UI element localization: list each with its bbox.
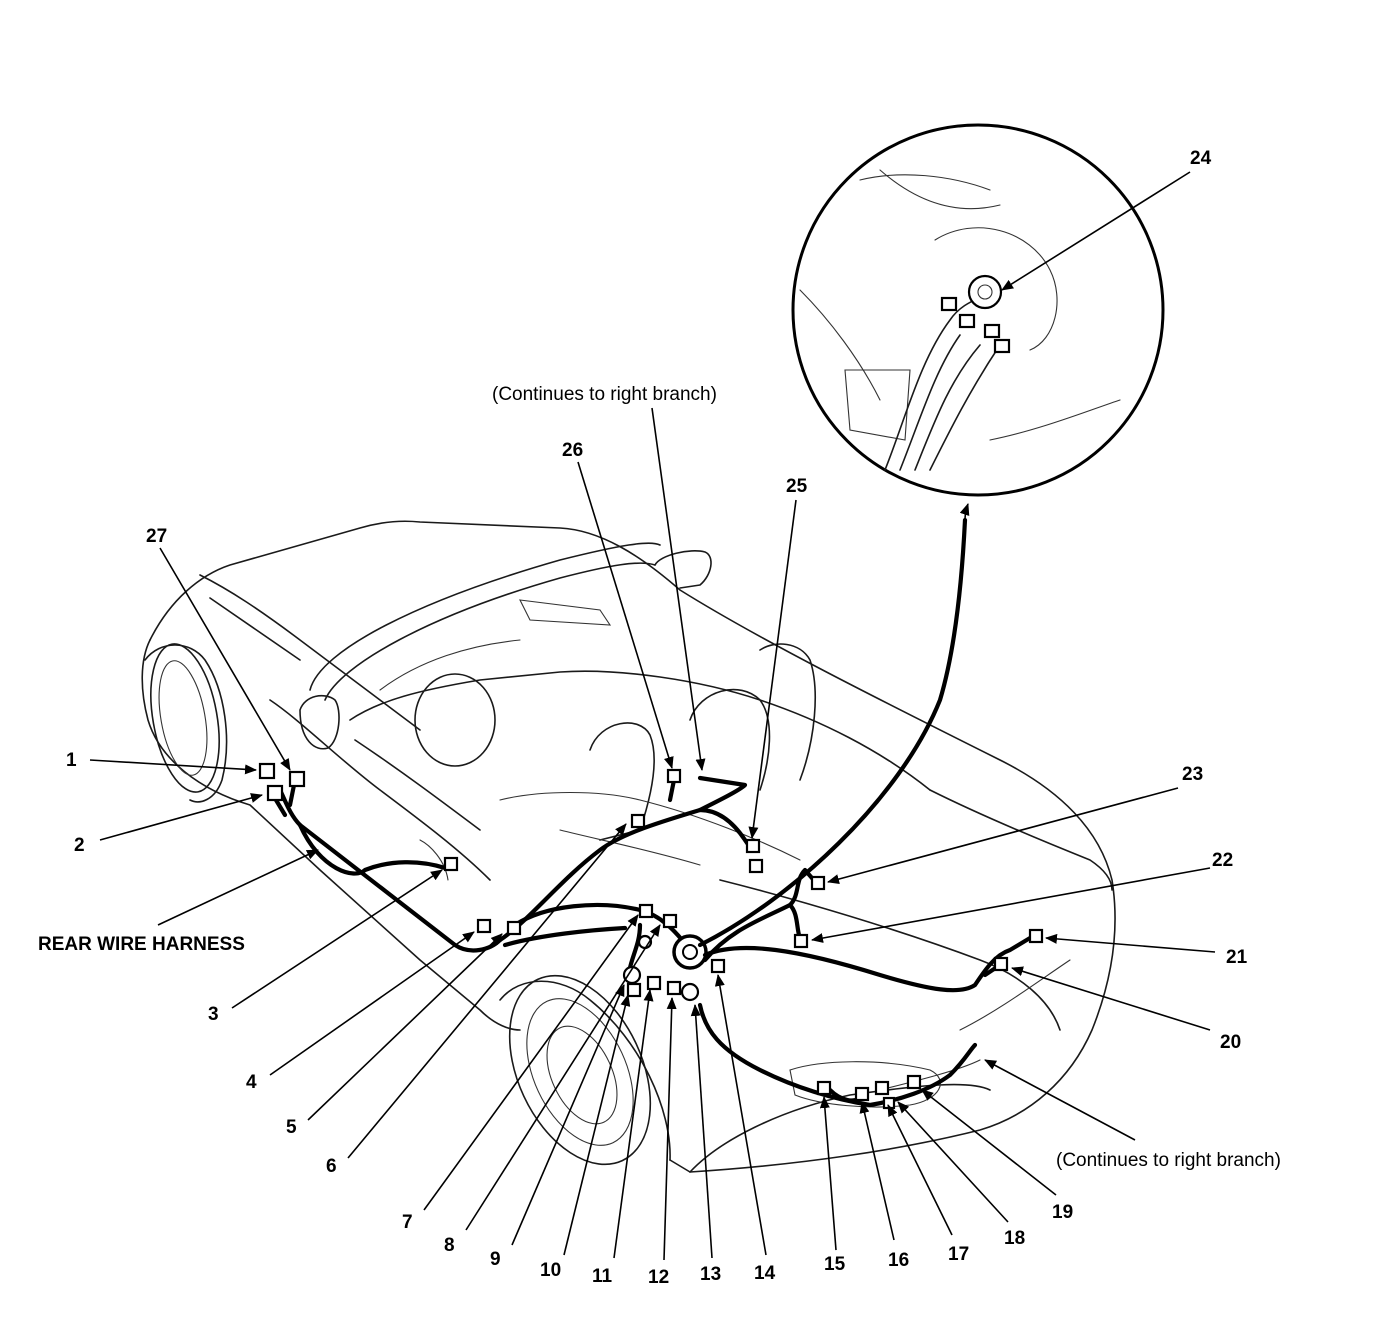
callout-3: 3 [208, 1004, 219, 1025]
connector-25b [748, 858, 764, 874]
callout-12: 12 [648, 1267, 669, 1288]
callout-labels: 1 2 3 4 5 6 7 8 9 10 11 12 13 14 15 16 1… [38, 148, 1281, 1288]
callout-7: 7 [402, 1212, 413, 1233]
callout-18: 18 [1004, 1228, 1025, 1249]
car-body [141, 520, 1116, 1173]
connector-23 [810, 875, 826, 891]
connector-17 [874, 1080, 890, 1096]
connector-3 [443, 856, 459, 872]
connector-20 [993, 956, 1009, 972]
harness-label: REAR WIRE HARNESS [38, 934, 245, 955]
connector-5 [506, 920, 522, 936]
rear-wire-harness [267, 517, 1038, 1108]
callout-22: 22 [1212, 850, 1233, 871]
callout-5: 5 [286, 1117, 297, 1138]
connector-8 [662, 913, 678, 929]
connector-22 [793, 933, 809, 949]
connector-26 [666, 768, 682, 784]
callout-13: 13 [700, 1264, 721, 1285]
connector-7 [638, 903, 654, 919]
connector-4 [476, 918, 492, 934]
callout-26: 26 [562, 440, 583, 461]
connector-14 [680, 982, 700, 1002]
connector-15a [710, 958, 726, 974]
leader-lines [89, 171, 1216, 1261]
callout-15: 15 [824, 1254, 846, 1275]
connectors [258, 762, 1044, 1110]
note-continues-bottom: (Continues to right branch) [1056, 1150, 1281, 1171]
callout-9: 9 [490, 1249, 501, 1270]
connector-1 [258, 762, 276, 780]
callout-25: 25 [786, 476, 808, 497]
callout-10: 10 [540, 1260, 561, 1281]
callout-2: 2 [74, 835, 85, 856]
callout-1: 1 [66, 750, 77, 771]
connector-16 [854, 1086, 870, 1102]
callout-8: 8 [444, 1235, 455, 1256]
callout-4: 4 [246, 1072, 257, 1093]
callout-17: 17 [948, 1244, 969, 1265]
connector-21 [1028, 928, 1044, 944]
connector-15 [816, 1080, 832, 1096]
note-continues-top: (Continues to right branch) [492, 384, 717, 405]
callout-6: 6 [326, 1156, 337, 1177]
callout-14: 14 [754, 1263, 776, 1284]
connector-12 [646, 975, 662, 991]
callout-21: 21 [1226, 947, 1248, 968]
callout-24: 24 [1190, 148, 1212, 169]
callout-16: 16 [888, 1250, 909, 1271]
callout-11: 11 [592, 1266, 613, 1287]
connector-2 [266, 784, 284, 802]
connector-25 [745, 838, 761, 854]
callout-20: 20 [1220, 1032, 1241, 1053]
callout-19: 19 [1052, 1202, 1073, 1223]
connector-27 [288, 770, 306, 788]
callout-23: 23 [1182, 764, 1203, 785]
callout-27: 27 [146, 526, 167, 547]
connector-6 [630, 813, 646, 829]
connector-11 [626, 982, 642, 998]
connector-19 [906, 1074, 922, 1090]
connector-13 [666, 980, 682, 996]
detail-inset [791, 123, 1165, 497]
